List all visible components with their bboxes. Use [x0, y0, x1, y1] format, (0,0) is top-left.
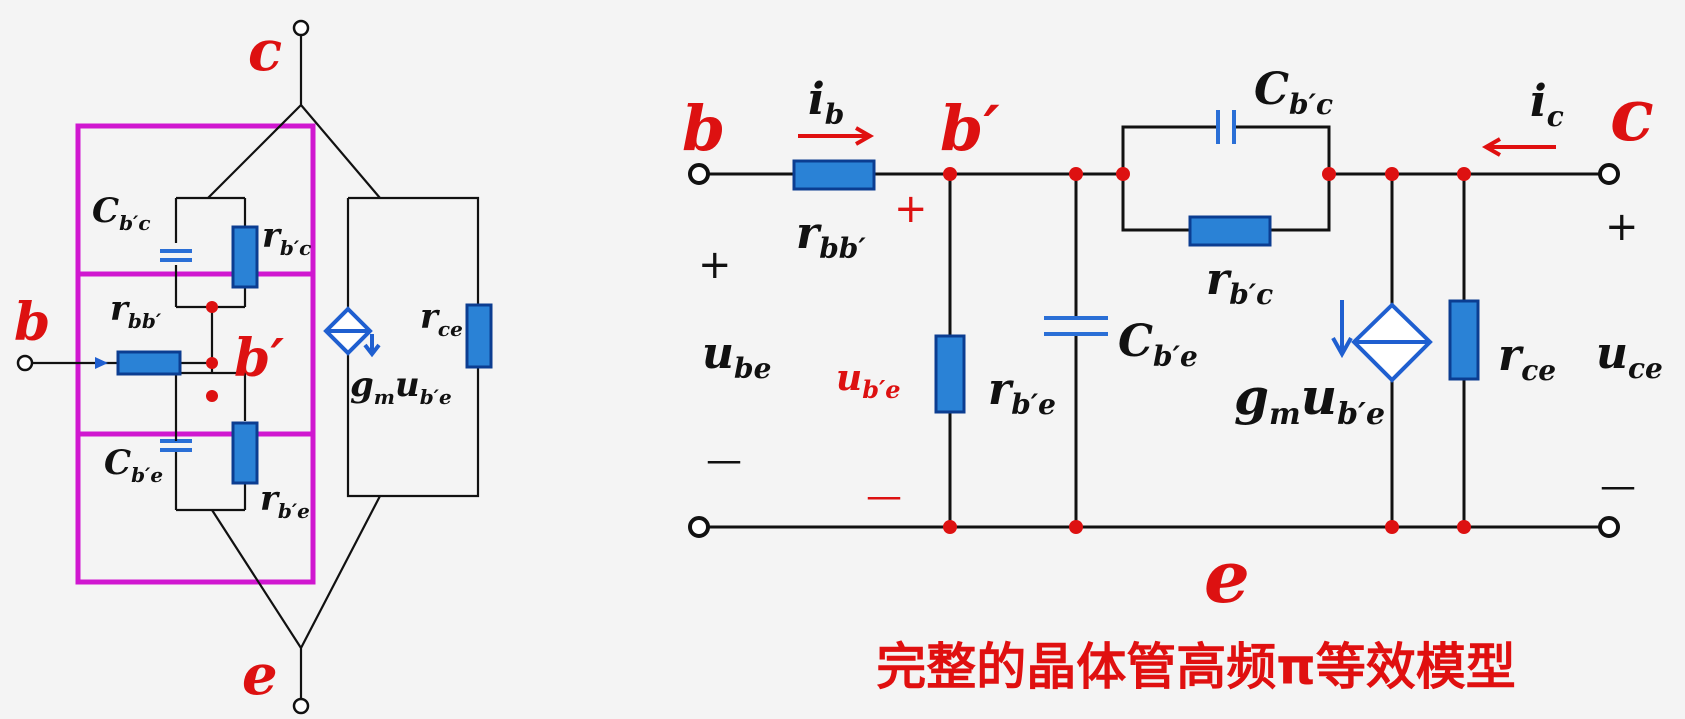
right-label-cbe: Cb′e: [1118, 316, 1198, 373]
right-label-bprime: b′: [940, 92, 1000, 165]
sign-plus-uce: +: [1605, 204, 1639, 250]
right-label-uce: uce: [1596, 328, 1663, 385]
right-label-ubpe: ub′e: [836, 357, 901, 404]
right-label-c: c: [1610, 72, 1654, 157]
right-terminal-c: [1598, 163, 1620, 185]
left-label-rbb: rbb′: [110, 289, 162, 333]
left-label-rce: rce: [420, 297, 463, 341]
left-label-gm: gmub′e: [350, 365, 452, 409]
sign-plus-ube: +: [698, 242, 732, 288]
left-label-rbe: rb′e: [260, 479, 310, 523]
right-label-gm: gmub′e: [1234, 367, 1385, 432]
left-res-rce: [465, 303, 493, 369]
right-terminal-e-in: [688, 516, 710, 538]
right-res-rbb: [792, 159, 876, 191]
right-terminal-b: [688, 163, 710, 185]
right-label-cbc: Cb′c: [1254, 64, 1333, 121]
sign-minus-ube: —: [706, 440, 742, 481]
caption: 完整的晶体管高频π等效模型: [876, 638, 1516, 696]
left-res-rbe: [231, 421, 259, 485]
right-label-ib: ib: [808, 74, 844, 131]
left-label-b: b: [14, 292, 50, 353]
left-terminal-b: [16, 354, 34, 372]
right-res-rbe: [934, 334, 966, 414]
left-terminal-c: [292, 19, 310, 37]
right-terminal-e-out: [1598, 516, 1620, 538]
left-res-rbc: [231, 225, 259, 289]
sign-minus-ubpe: —: [866, 476, 902, 517]
right-label-rbe: rb′e: [988, 364, 1056, 421]
right-label-b: b: [682, 92, 725, 165]
left-physical-model: c b b′ e Cb′c rb′c rbb′ Cb′e rb′e rce gm…: [14, 18, 493, 715]
left-label-e: e: [242, 642, 278, 708]
left-res-rbb: [116, 350, 182, 376]
sign-minus-uce: —: [1600, 466, 1636, 507]
right-hybrid-pi-model: b b′ c e ib ic rbb′ Cb′c rb′c rb′e Cb′e …: [682, 64, 1663, 696]
left-label-bprime: b′: [234, 328, 284, 389]
left-label-cbe: Cb′e: [104, 443, 163, 487]
right-res-rce: [1448, 299, 1480, 381]
right-label-rce: rce: [1498, 330, 1556, 387]
right-label-rbb: rbb′: [796, 208, 866, 265]
right-label-ic: ic: [1530, 76, 1564, 133]
box-be-junction: [75, 431, 316, 585]
right-label-rbc: rb′c: [1206, 254, 1273, 311]
left-label-cbc: Cb′c: [92, 191, 151, 235]
right-label-ube: ube: [702, 328, 771, 385]
sign-plus-ubpe: +: [894, 186, 928, 232]
right-res-rbc: [1188, 215, 1272, 247]
left-label-rbc: rb′c: [262, 216, 311, 260]
left-label-c: c: [248, 18, 282, 84]
right-label-e: e: [1204, 534, 1250, 619]
left-terminal-e: [292, 697, 310, 715]
